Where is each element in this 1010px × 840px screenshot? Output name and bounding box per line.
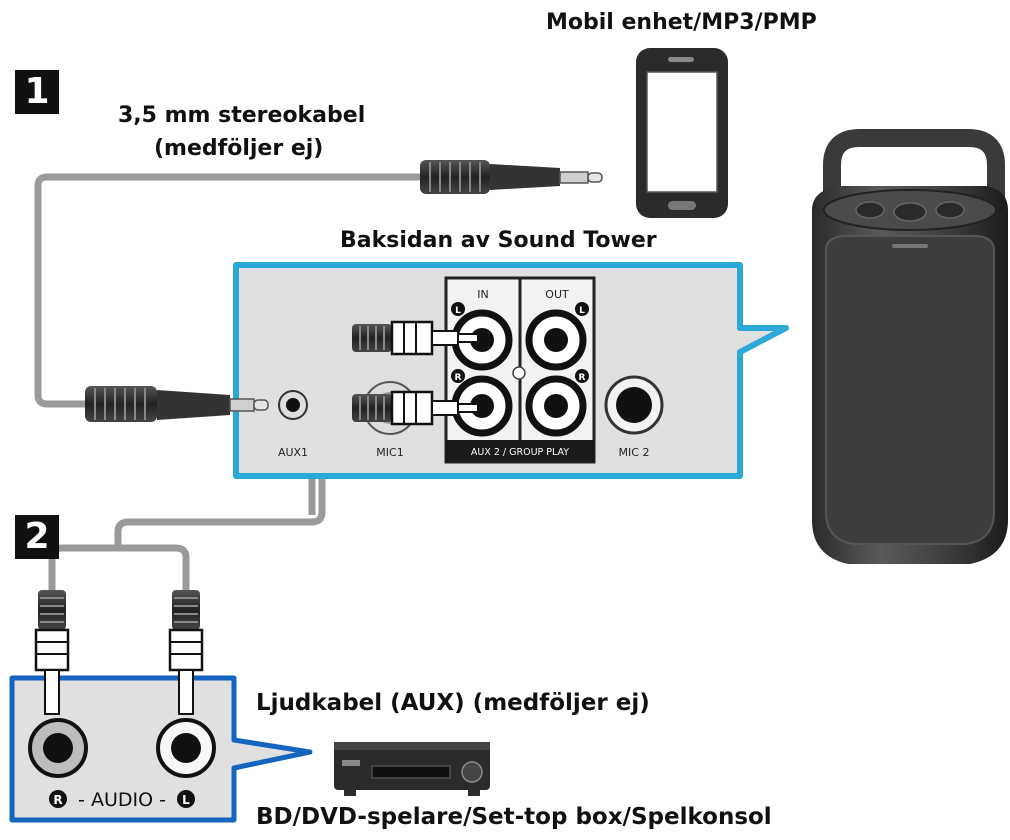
mic2-jack bbox=[604, 375, 664, 435]
smartphone-icon bbox=[636, 48, 728, 218]
aux2-group-play-label: AUX 2 / GROUP PLAY bbox=[471, 447, 569, 458]
in-label: IN bbox=[477, 288, 488, 301]
aux2-out-l-jack bbox=[525, 309, 587, 371]
stereo-cable-label: 3,5 mm stereokabel bbox=[118, 103, 366, 128]
aux-cable-label: Ljudkabel (AUX) (medföljer ej) bbox=[256, 690, 650, 716]
rca-plug-icon bbox=[352, 390, 479, 426]
out-label: OUT bbox=[545, 288, 569, 301]
aux2-out-r-jack bbox=[525, 375, 587, 437]
left-marker: L bbox=[579, 306, 585, 316]
audio-r-marker: R bbox=[53, 793, 62, 807]
rear-panel: AUX1 MIC1 IN OUT AUX 2 / GROUP PLAY MIC … bbox=[233, 262, 789, 479]
jack-plug-icon bbox=[85, 386, 269, 422]
audio-label: - AUDIO - bbox=[78, 789, 166, 811]
speaker-icon bbox=[812, 129, 1008, 564]
dvd-player-icon bbox=[334, 742, 490, 796]
aux1-jack bbox=[278, 390, 308, 420]
mobile-device-label: Mobil enhet/MP3/PMP bbox=[546, 10, 817, 35]
stereo-cable-note: (medföljer ej) bbox=[154, 136, 324, 161]
left-marker: L bbox=[455, 306, 461, 316]
right-marker: R bbox=[579, 373, 586, 383]
source-audio-panel: R L - AUDIO - bbox=[9, 675, 313, 823]
step-badge-1: 1 bbox=[15, 70, 59, 114]
rca-plug-icon bbox=[168, 590, 204, 715]
step-badge-2: 2 bbox=[15, 515, 59, 559]
mic1-label: MIC1 bbox=[376, 446, 403, 459]
stereo-cable bbox=[34, 173, 420, 408]
rca-plug-icon bbox=[352, 320, 479, 356]
right-marker: R bbox=[455, 373, 462, 383]
rear-panel-title: Baksidan av Sound Tower bbox=[340, 228, 657, 253]
source-device-label: BD/DVD-spelare/Set-top box/Spelkonsol bbox=[256, 804, 772, 830]
audio-l-marker: L bbox=[182, 793, 190, 807]
audio-l-jack bbox=[156, 718, 216, 778]
mic2-label: MIC 2 bbox=[619, 446, 650, 459]
audio-r-jack bbox=[28, 718, 88, 778]
jack-plug-icon bbox=[420, 160, 603, 194]
aux1-label: AUX1 bbox=[278, 446, 308, 459]
rca-plug-icon bbox=[34, 590, 70, 715]
